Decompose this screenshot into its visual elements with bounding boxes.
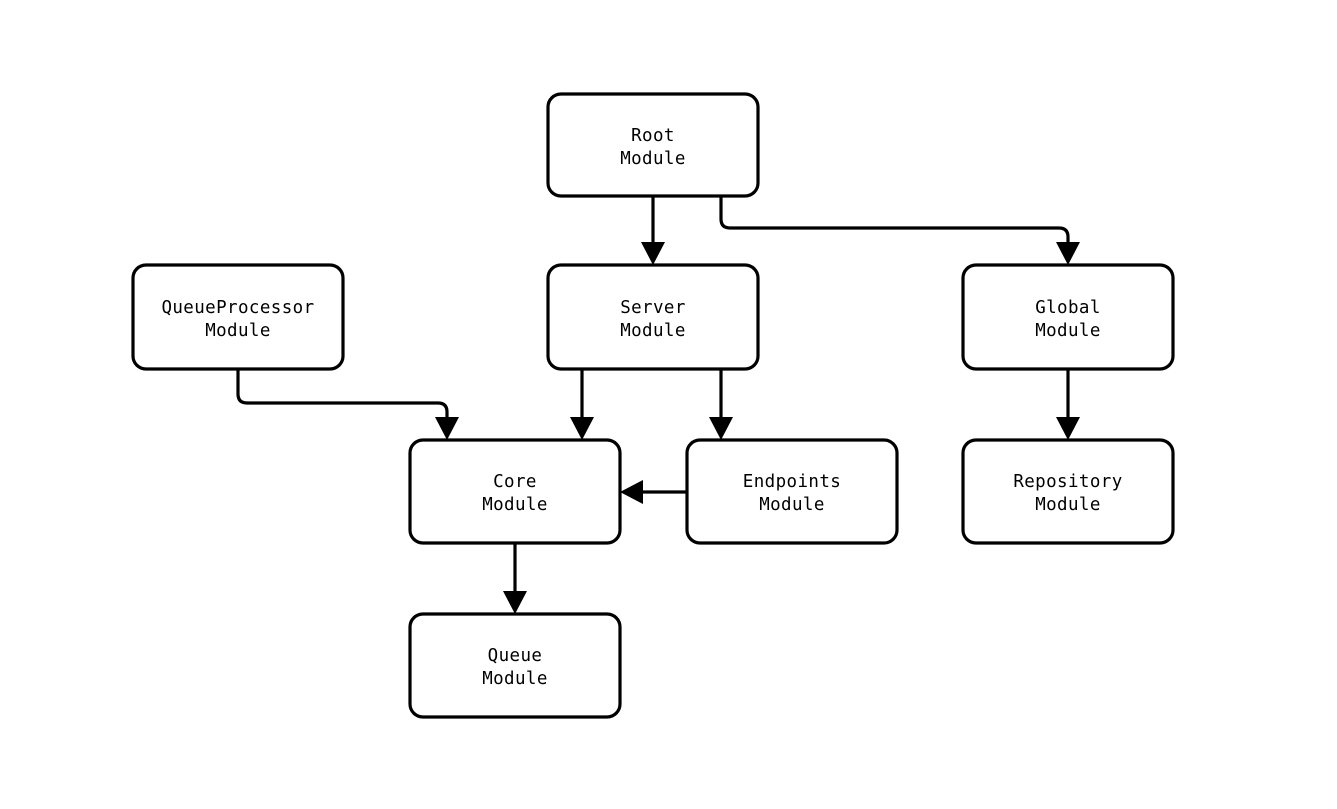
node-label-line2: Module	[620, 321, 686, 341]
arrow-head-icon	[570, 417, 594, 440]
node-box[interactable]	[546, 92, 760, 198]
arrow-head-icon	[435, 417, 459, 440]
node-label-line2: Module	[482, 669, 548, 689]
edge-endpoints-to-core	[620, 480, 687, 504]
arrow-head-icon	[709, 417, 733, 440]
node-label-line2: Module	[482, 495, 548, 515]
edge-line	[236, 369, 449, 426]
node-box[interactable]	[685, 438, 899, 545]
node-core-module[interactable]: Core Module	[408, 438, 622, 545]
node-queueprocessor-module[interactable]: QueueProcessor Module	[131, 263, 345, 371]
arrow-head-icon	[1056, 417, 1080, 440]
node-endpoints-module[interactable]: Endpoints Module	[685, 438, 899, 545]
node-label-line2: Module	[1035, 321, 1101, 341]
arrow-head-icon	[1056, 242, 1080, 265]
node-box[interactable]	[961, 263, 1175, 371]
edge-root-to-global	[719, 196, 1080, 265]
node-box[interactable]	[546, 263, 760, 371]
node-box[interactable]	[408, 438, 622, 545]
node-box[interactable]	[131, 263, 345, 371]
edge-root-to-server	[641, 196, 665, 265]
node-repository-module[interactable]: Repository Module	[961, 438, 1175, 545]
node-box[interactable]	[961, 438, 1175, 545]
node-label-line1: Queue	[488, 646, 543, 666]
arrow-head-icon	[620, 480, 643, 504]
node-queue-module[interactable]: Queue Module	[408, 612, 622, 719]
node-label-line2: Module	[759, 495, 825, 515]
arrow-head-icon	[641, 242, 665, 265]
node-label-line2: Module	[1035, 495, 1101, 515]
node-label-line1: Core	[493, 472, 537, 492]
node-label-line1: Global	[1035, 298, 1101, 318]
edge-server-to-core	[570, 369, 594, 440]
arrow-head-icon	[503, 591, 527, 614]
edge-line	[719, 196, 1070, 251]
node-server-module[interactable]: Server Module	[546, 263, 760, 371]
node-global-module[interactable]: Global Module	[961, 263, 1175, 371]
edge-server-to-endpoints	[709, 369, 733, 440]
node-root-module[interactable]: Root Module	[546, 92, 760, 198]
node-box[interactable]	[408, 612, 622, 719]
node-label-line1: Server	[620, 298, 686, 318]
node-label-line1: Root	[631, 126, 675, 146]
node-label-line1: QueueProcessor	[161, 298, 314, 318]
node-label-line2: Module	[620, 149, 686, 169]
edge-queueprocessor-to-core	[236, 369, 459, 440]
edge-core-to-queue	[503, 543, 527, 614]
edge-global-to-repository	[1056, 369, 1080, 440]
node-label-line1: Endpoints	[743, 472, 841, 492]
node-label-line2: Module	[205, 321, 271, 341]
node-label-line1: Repository	[1013, 472, 1122, 492]
